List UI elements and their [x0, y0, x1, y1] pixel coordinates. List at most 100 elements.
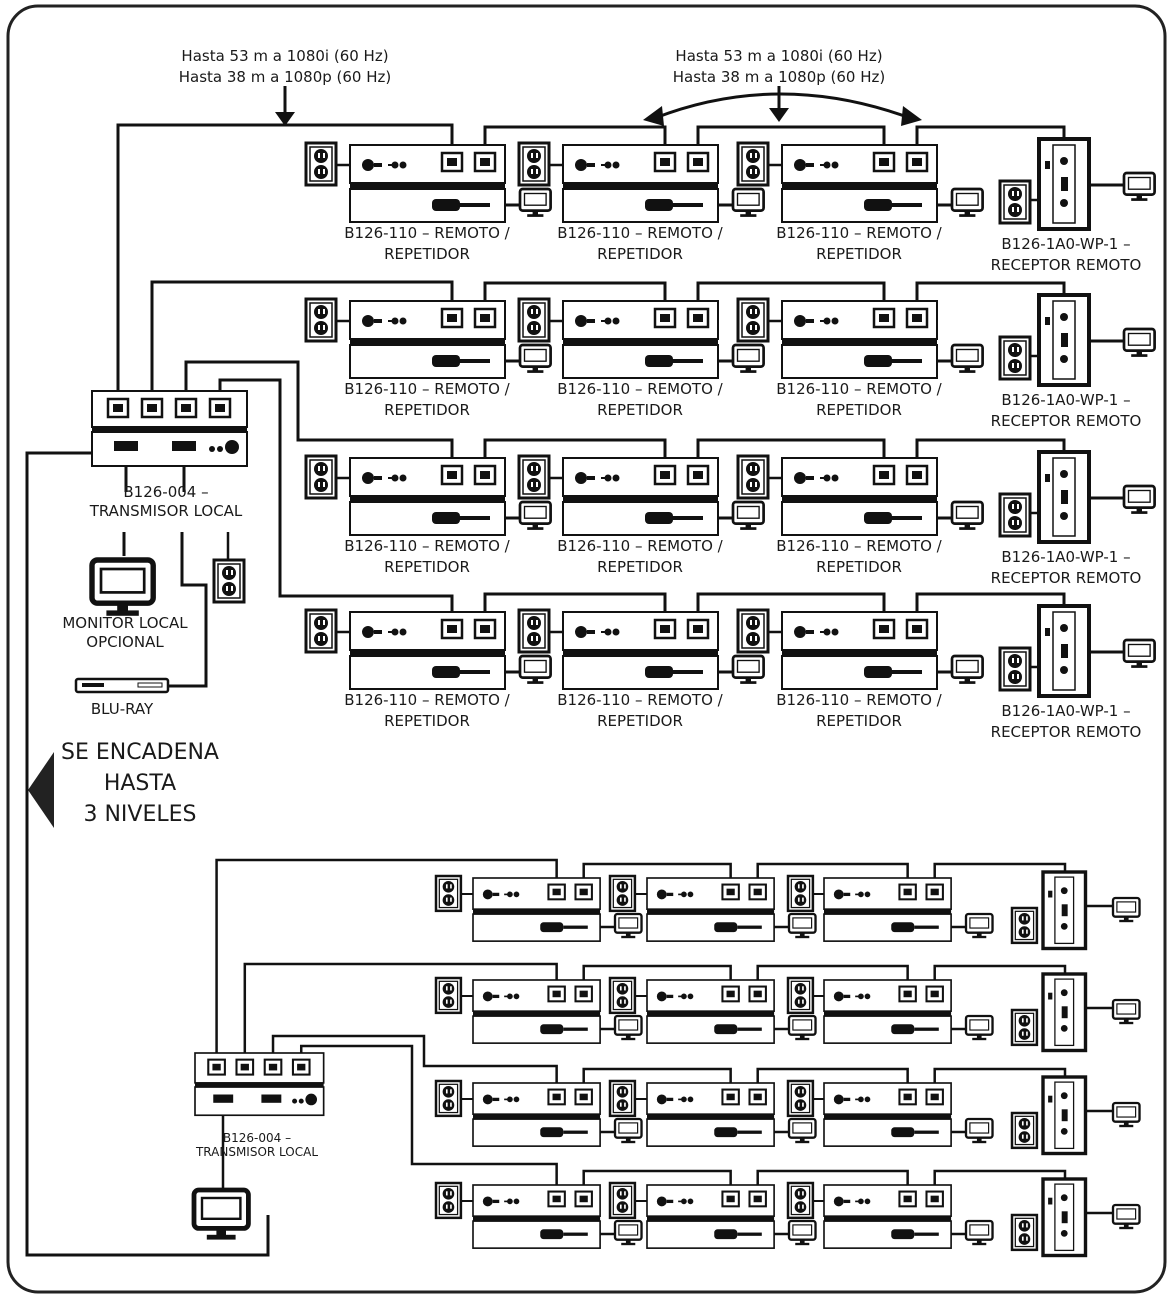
wall-outlet-icon: [998, 492, 1032, 538]
arrow-down-icon: [769, 108, 789, 122]
cable: [582, 964, 732, 987]
remote-repeater-unit: [781, 144, 938, 223]
cable: [582, 1169, 732, 1192]
monitor-icon: [1122, 638, 1156, 668]
wall-outlet-icon: [434, 1181, 463, 1220]
local-monitor-label-line2: OPCIONAL: [86, 633, 164, 651]
cable: [915, 592, 1066, 620]
local-monitor-label-line1: MONITOR LOCAL: [62, 614, 188, 632]
monitor-icon: [950, 187, 984, 217]
monitor-icon: [964, 1014, 994, 1041]
remote-label-r3-c2-line1: B126-110 – REMOTO /: [557, 537, 723, 555]
monitor-icon: [1122, 484, 1156, 514]
arc-arrow-right-head: [901, 106, 922, 126]
remote-repeater-unit: [781, 300, 938, 379]
remote-label-r4-c2-line2: REPETIDOR: [597, 712, 683, 730]
local-transmitter-level-2: [194, 1052, 325, 1117]
wall-outlet-icon: [786, 874, 815, 913]
remote-repeater-unit: [823, 1082, 952, 1147]
monitor-icon: [964, 912, 994, 939]
cable: [756, 1067, 909, 1090]
wall-plate-receiver: [1037, 137, 1091, 231]
arc-arrow-left-head: [643, 106, 664, 126]
remote-label-r1-c2-line2: REPETIDOR: [597, 245, 683, 263]
remote-repeater-unit: [646, 1082, 775, 1147]
remote-label-r1-c1-line1: B126-110 – REMOTO /: [344, 224, 510, 242]
cable: [184, 360, 454, 466]
remote-repeater-unit: [646, 877, 775, 942]
distance-note-left-line2: Hasta 38 m a 1080p (60 Hz): [179, 68, 392, 86]
cable: [582, 1067, 732, 1090]
remote-repeater-unit: [349, 611, 506, 690]
remote-repeater-unit: [823, 979, 952, 1044]
monitor-icon: [613, 1014, 643, 1041]
monitor-icon: [731, 654, 765, 684]
monitor-icon: [950, 343, 984, 373]
monitor-icon: [518, 500, 552, 530]
monitor-icon: [1111, 1101, 1141, 1128]
remote-repeater-unit: [562, 300, 719, 379]
wall-plate-receiver: [1041, 972, 1088, 1053]
remote-repeater-unit: [781, 457, 938, 536]
wall-outlet-icon: [608, 976, 637, 1015]
remote-label-r3-c1-line2: REPETIDOR: [384, 558, 470, 576]
transmitter-2-label-line2: TRANSMISOR LOCAL: [195, 1145, 318, 1159]
remote-label-r1-c3-line2: REPETIDOR: [816, 245, 902, 263]
local-transmitter-level-1: [91, 390, 248, 467]
cable: [933, 1067, 1067, 1090]
wall-outlet-icon: [736, 141, 770, 187]
cable: [150, 280, 454, 399]
bluray-label: BLU-RAY: [91, 700, 154, 718]
wall-outlet-icon: [434, 976, 463, 1015]
cable: [218, 378, 454, 620]
receiver-label-r1-line1: B126-1A0-WP-1 –: [1001, 235, 1130, 253]
cable: [215, 858, 558, 1059]
cable: [25, 451, 270, 1257]
cable: [915, 281, 1066, 309]
monitor-icon: [964, 1117, 994, 1144]
cable: [483, 125, 667, 153]
monitor-icon: [518, 343, 552, 373]
cable: [915, 125, 1066, 153]
distance-note-right-line1: Hasta 53 m a 1080i (60 Hz): [675, 47, 882, 65]
wall-outlet-icon: [786, 976, 815, 1015]
remote-label-r3-c1-line1: B126-110 – REMOTO /: [344, 537, 510, 555]
wall-outlet-icon: [1010, 1008, 1039, 1047]
cable: [696, 281, 886, 309]
cable: [756, 964, 909, 987]
transmitter-1-label-line2: TRANSMISOR LOCAL: [89, 502, 243, 520]
remote-repeater-unit: [472, 1082, 601, 1147]
cable: [933, 1169, 1067, 1192]
remote-label-r3-c2-line2: REPETIDOR: [597, 558, 683, 576]
wall-outlet-icon: [434, 874, 463, 913]
cable: [483, 438, 667, 466]
monitor-icon: [1111, 1203, 1141, 1230]
cable: [696, 125, 886, 153]
cable: [582, 862, 732, 885]
cable: [756, 862, 909, 885]
wall-outlet-icon: [786, 1181, 815, 1220]
wall-plate-receiver: [1037, 450, 1091, 544]
monitor-icon: [518, 654, 552, 684]
wall-outlet-icon: [304, 141, 338, 187]
cable: [243, 962, 558, 1059]
transmitter-2-label-line1: B126-004 –: [223, 1131, 291, 1145]
monitor-icon: [191, 1187, 251, 1240]
remote-label-r4-c1-line1: B126-110 – REMOTO /: [344, 691, 510, 709]
wall-outlet-icon: [608, 1181, 637, 1220]
remote-label-r3-c3-line2: REPETIDOR: [816, 558, 902, 576]
row-labels: B126-110 – REMOTO / REPETIDOR B126-110 – R…: [344, 224, 1141, 741]
receiver-label-r3-line1: B126-1A0-WP-1 –: [1001, 548, 1130, 566]
cable: [696, 438, 886, 466]
remote-label-r2-c2-line2: REPETIDOR: [597, 401, 683, 419]
wall-outlet-icon: [736, 608, 770, 654]
remote-label-r4-c3-line1: B126-110 – REMOTO /: [776, 691, 942, 709]
monitor-icon: [518, 187, 552, 217]
monitor-icon: [1122, 327, 1156, 357]
wall-plate-receiver: [1041, 870, 1088, 951]
receiver-label-r3-line2: RECEPTOR REMOTO: [991, 569, 1142, 587]
monitor-icon: [964, 1219, 994, 1246]
distance-note-left-line1: Hasta 53 m a 1080i (60 Hz): [181, 47, 388, 65]
